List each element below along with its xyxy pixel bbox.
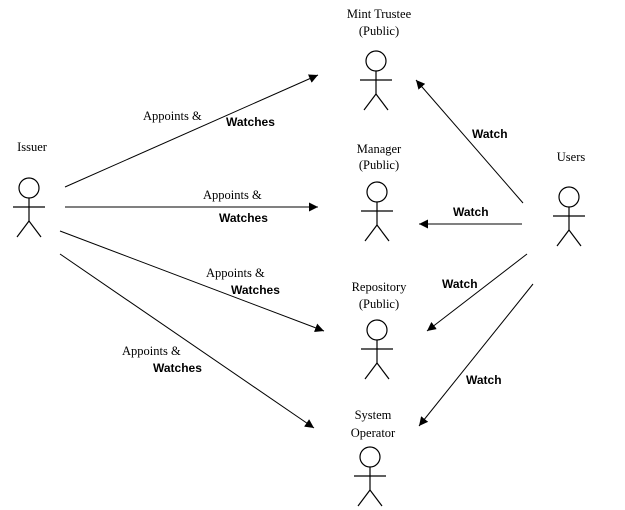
mint-trustee-actor-icon <box>360 50 392 111</box>
issuer-repository-verb: Appoints & <box>206 266 265 280</box>
issuer-actor-icon <box>13 177 45 238</box>
users-label: Users <box>557 150 586 164</box>
users-repository-label: Watch <box>442 277 478 291</box>
users-to-repository-arrow <box>426 253 528 332</box>
users-to-mint-trustee-arrow <box>415 79 524 204</box>
issuer-manager-verb: Appoints & <box>203 188 262 202</box>
issuer-to-mint-trustee-arrow <box>64 74 319 188</box>
issuer-system-operator-verb: Appoints & <box>122 344 181 358</box>
system-operator-note: Operator <box>351 426 396 440</box>
repository-actor-icon <box>361 319 393 380</box>
repository-note: (Public) <box>359 297 399 311</box>
users-to-system-operator-arrow <box>418 283 534 427</box>
mint-trustee-label: Mint Trustee <box>347 7 412 21</box>
issuer-to-system-operator-arrow <box>59 253 315 429</box>
issuer-manager-accent: Watches <box>219 211 268 225</box>
users-mint-trustee-label: Watch <box>472 127 508 141</box>
manager-label: Manager <box>357 142 402 156</box>
issuer-label: Issuer <box>17 140 48 154</box>
system-operator-actor-icon <box>354 446 386 507</box>
issuer-mint-trustee-accent: Watches <box>226 115 275 129</box>
issuer-repository-accent: Watches <box>231 283 280 297</box>
issuer-system-operator-accent: Watches <box>153 361 202 375</box>
issuer-mint-trustee-verb: Appoints & <box>143 109 202 123</box>
repository-label: Repository <box>352 280 408 294</box>
system-operator-label: System <box>355 408 392 422</box>
users-system-operator-label: Watch <box>466 373 502 387</box>
issuer-to-repository-arrow <box>59 230 325 333</box>
mint-trustee-note: (Public) <box>359 24 399 38</box>
manager-note: (Public) <box>359 158 399 172</box>
users-manager-label: Watch <box>453 205 489 219</box>
users-actor-icon <box>553 186 585 247</box>
manager-actor-icon <box>361 181 393 242</box>
